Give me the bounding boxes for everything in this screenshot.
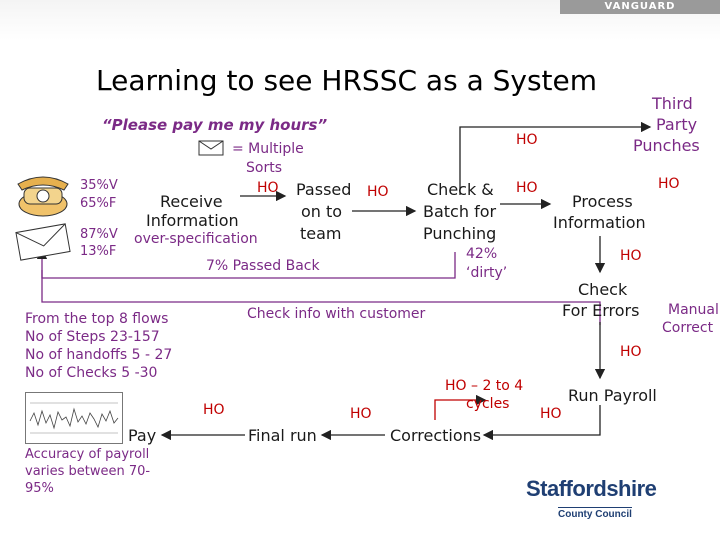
manual-line1: Manual	[668, 302, 719, 318]
ho-check-process: HO	[516, 180, 538, 196]
receive-label: Receive	[160, 192, 223, 211]
mail-failure: 13%F	[80, 244, 117, 259]
telephone-icon	[17, 176, 69, 217]
corrections-label: Corrections	[390, 426, 482, 445]
fact-line: No of Steps 23-157	[25, 329, 160, 345]
manual-line2: Correct	[662, 320, 714, 336]
check-batch-line3: Punching	[423, 224, 497, 243]
accuracy-line: Accuracy of payroll	[25, 447, 150, 462]
process-line2: Information	[553, 213, 646, 232]
ho-third-party: HO	[516, 132, 538, 148]
third-party-line2: Party	[656, 115, 698, 134]
ho-process-check: HO	[620, 248, 642, 264]
passed-back-label: 7% Passed Back	[206, 258, 320, 274]
envelope-icon	[198, 140, 224, 156]
ho-third-party-process: HO	[658, 176, 680, 192]
third-party-line3: Punches	[633, 136, 700, 155]
ho-check-run: HO	[620, 344, 642, 360]
check-info-label: Check info with customer	[247, 306, 426, 322]
ho-corrections-final: HO	[350, 406, 372, 422]
process-line1: Process	[572, 192, 633, 211]
third-party-line1: Third	[652, 94, 693, 113]
fact-line: From the top 8 flows	[25, 311, 169, 327]
on-to-label: on to	[301, 202, 343, 221]
multiple-label: = Multiple	[232, 141, 304, 157]
customer-quote: “Please pay me my hours”	[102, 116, 328, 134]
pay-label: Pay	[128, 426, 157, 445]
team-label: team	[300, 224, 342, 243]
ho-final-pay: HO	[203, 402, 225, 418]
over-specification-label: over-specification	[134, 231, 258, 247]
cycles-line1: HO – 2 to 4	[445, 378, 524, 394]
fact-line: No of Checks 5 -30	[25, 365, 158, 381]
arrow-third-party	[459, 121, 652, 195]
ho-receive-passed: HO	[257, 180, 279, 196]
mail-variation: 87%V	[80, 227, 118, 242]
arrow-run-corrections	[482, 405, 601, 441]
run-payroll-label: Run Payroll	[568, 386, 657, 405]
logo-main-text: Staffordshire	[526, 476, 657, 501]
control-chart-thumbnail	[25, 392, 123, 444]
accuracy-line: varies between 70-	[25, 464, 151, 479]
dirty-percent: 42%	[466, 246, 498, 262]
dirty-label: ‘dirty’	[466, 265, 508, 281]
arrow-check-info	[41, 270, 601, 325]
staffordshire-logo: Staffordshire County Council	[526, 476, 696, 521]
information-label: Information	[146, 211, 239, 230]
sorts-label: Sorts	[246, 160, 282, 176]
cycles-line2: cycles	[466, 396, 510, 412]
check-errors-line1: Check	[578, 280, 628, 299]
passed-label: Passed	[296, 180, 352, 199]
vanguard-brand: VANGUARD	[560, 0, 720, 14]
final-run-label: Final run	[248, 426, 317, 445]
check-errors-line2: For Errors	[562, 301, 640, 320]
ho-run-corrections: HO	[540, 406, 562, 422]
accuracy-block: Accuracy of payroll varies between 70- 9…	[25, 446, 150, 497]
fact-line: No of handoffs 5 - 27	[25, 347, 173, 363]
logo-sub-text: County Council	[558, 507, 632, 520]
accuracy-line: 95%	[25, 481, 54, 496]
mail-icon	[15, 223, 71, 261]
phone-failure: 65%F	[80, 196, 117, 211]
phone-variation: 35%V	[80, 178, 118, 193]
arrow-passed-back	[36, 248, 456, 279]
facts-block: From the top 8 flows No of Steps 23-157 …	[25, 310, 172, 382]
arrow-cycles-loop	[434, 394, 487, 420]
ho-passed-check: HO	[367, 184, 389, 200]
check-batch-line2: Batch for	[423, 202, 497, 221]
check-batch-line1: Check &	[427, 180, 494, 199]
slide-title: Learning to see HRSSC as a System	[96, 64, 598, 97]
